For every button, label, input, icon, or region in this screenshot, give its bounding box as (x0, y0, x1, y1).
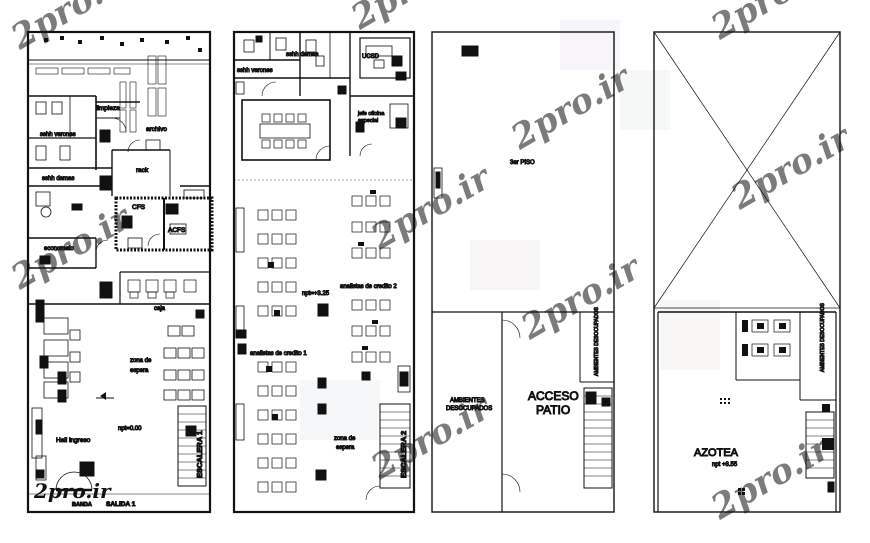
room-label-ambientes-vertical: AMBIENTES DESOCUPADOS (820, 303, 826, 372)
plan-roof: AZOTEA npt +8.55 AMBIENTES DESOCUPADOS (653, 31, 841, 513)
room-label-ambientes-vertical: AMBIENTES DESOCUPADOS (594, 307, 600, 376)
room-label-hall: Hall ingreso (56, 437, 91, 444)
room-label-cfs: CFS (132, 204, 146, 211)
level-label-npt: npt=+3.25 (302, 291, 330, 297)
plan-first-floor: limpieza archivo sshh varones sshh damas… (26, 30, 214, 514)
room-label-ambientes-line2: DESOCUPADOS (446, 406, 492, 412)
room-label-patio: PATIO (536, 403, 570, 417)
plan-third-floor: 3er PISO AMBIENTES DESOCUPADOS ACCESO PA… (431, 31, 615, 513)
room-label-limpieza: limpieza (96, 105, 120, 112)
room-label-sshh-varones: sshh varones (40, 132, 76, 138)
room-label-rack: rack (136, 167, 149, 174)
stair-label: ESCALERA 1 (195, 431, 204, 478)
waiting-chairs (163, 325, 205, 401)
room-label-sshh-varones: sshh varones (237, 68, 273, 74)
room-label-acfs: ACFS (168, 227, 186, 234)
room-label-analistas-1: analistas de credito 1 (250, 351, 307, 357)
room-label-jefe-line1: jefe oficina (357, 111, 385, 117)
floor-label-third: 3er PISO (510, 160, 535, 166)
room-label-jefe-line2: especial (358, 118, 378, 124)
room-label-zona-espera-line2: espera (336, 445, 355, 451)
room-label-ambientes-line1: AMBIENTES (450, 398, 485, 404)
room-label-zona-espera-line2: espera (130, 368, 149, 374)
room-label-acceso: ACCESO (528, 389, 579, 403)
room-label-sshh-damas: sshh damas (42, 176, 74, 182)
room-label-sshh-damas: sshh damas (286, 52, 318, 58)
brand-logo-text: 2pro.ir (33, 479, 112, 503)
plan-second-floor: sshh damas sshh varones UCSD jefe oficin… (232, 30, 416, 514)
room-label-caja: caja (154, 306, 166, 312)
exit-label: SALIDA 1 (106, 501, 136, 508)
level-label-npt: npt +8.55 (712, 462, 738, 468)
level-label-npt: npt=0.00 (118, 426, 142, 432)
room-label-archivo: archivo (146, 126, 167, 133)
band-label: BANDA (72, 502, 92, 508)
room-label-zona-espera-line1: zona de (130, 358, 152, 364)
room-label-analistas-2: analistas de credito 2 (340, 284, 397, 290)
room-label-economato: economato (44, 246, 74, 252)
stair-label: ESCALERA 2 (399, 431, 408, 478)
room-label-ucsd: UCSD (362, 54, 380, 60)
room-label-azotea: AZOTEA (694, 447, 739, 459)
brand-logo: 2pro.ir (33, 479, 112, 503)
workstations-right (351, 195, 391, 363)
room-label-zona-espera-line1: zona de (334, 436, 356, 442)
workstations-left (257, 209, 297, 493)
